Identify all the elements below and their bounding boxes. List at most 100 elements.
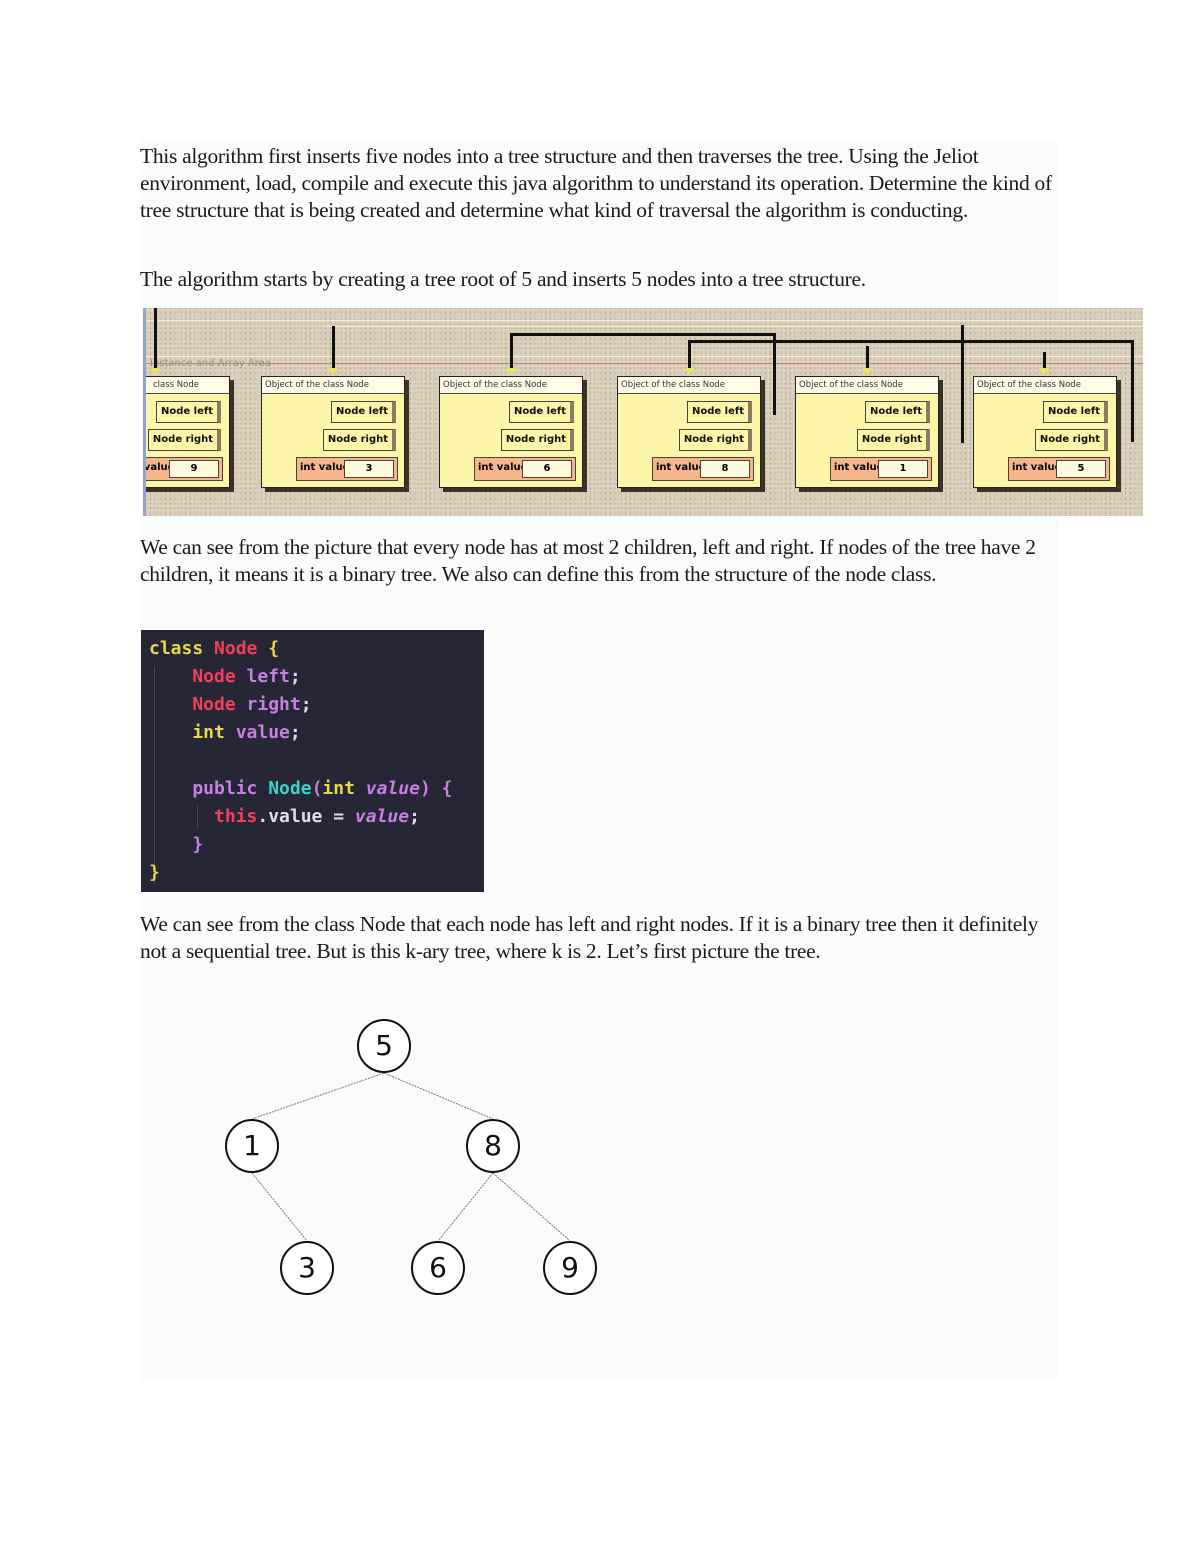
tree-node: 3	[280, 1241, 334, 1295]
reference-wire	[510, 333, 775, 336]
code-token: Node	[214, 638, 269, 659]
object-title: Object of the class Node	[440, 377, 582, 394]
field-node-left: Node left	[686, 401, 752, 423]
reference-wire	[866, 346, 869, 370]
area-divider-line	[146, 363, 1143, 364]
code-line: Node right;	[149, 694, 312, 715]
value-number: 8	[700, 460, 750, 478]
tree-node: 8	[466, 1119, 520, 1173]
code-token: int	[149, 722, 236, 743]
reference-wire	[961, 325, 964, 443]
indent-guide	[197, 806, 198, 828]
code-token: ) {	[419, 778, 453, 799]
field-int-value: int value 6	[474, 457, 576, 481]
value-number: 9	[169, 460, 219, 478]
code-token: {	[268, 638, 280, 659]
value-number: 3	[344, 460, 394, 478]
arrow-head-icon	[1039, 368, 1049, 375]
tree-node: 5	[357, 1019, 411, 1073]
object-title: Object of the class Node	[262, 377, 404, 394]
reference-wire	[688, 341, 691, 370]
code-token: (	[311, 778, 323, 799]
code-token: }	[149, 862, 160, 883]
tree-edge	[437, 1172, 494, 1242]
code-line: int value;	[149, 722, 300, 743]
jeliot-visualization-figure: Instance and Array Area class Node Node …	[143, 308, 1143, 516]
node-object: Object of the class Node Node left Node …	[973, 376, 1117, 488]
tree-edge	[251, 1172, 308, 1242]
code-token: right	[246, 694, 301, 715]
field-int-value: int value 3	[296, 457, 398, 481]
arrow-head-icon	[328, 368, 338, 375]
reference-wire	[1131, 340, 1134, 442]
code-token: value	[354, 806, 410, 827]
code-token: left	[246, 666, 290, 687]
code-line: this.value = value;	[149, 806, 420, 827]
node-object: Object of the class Node Node left Node …	[795, 376, 939, 488]
arrow-head-icon	[862, 368, 872, 375]
value-label: int value	[478, 462, 528, 473]
node-object: Object of the class Node Node left Node …	[439, 376, 583, 488]
reference-wire	[688, 340, 1133, 343]
field-node-left: Node left	[330, 401, 396, 423]
field-node-right: Node right	[500, 429, 574, 451]
guide-line	[326, 326, 1143, 327]
reference-wire	[154, 308, 157, 370]
code-token: value	[365, 778, 420, 799]
code-line: Node left;	[149, 666, 301, 687]
code-token: class	[149, 638, 215, 659]
object-title: Object of the class Node	[796, 377, 938, 394]
field-int-value: int value 8	[652, 457, 754, 481]
tree-edge	[383, 1072, 494, 1120]
code-token: ;	[300, 694, 312, 715]
object-title: Object of the class Node	[974, 377, 1116, 394]
paragraph-intro: This algorithm first inserts five nodes …	[140, 144, 1052, 222]
code-token: ;	[409, 806, 420, 827]
arrow-head-icon	[150, 368, 160, 375]
arrow-head-icon	[684, 368, 694, 375]
code-line: public Node(int value) {	[149, 778, 452, 799]
paragraph-kary-explanation: We can see from the class Node that each…	[140, 912, 1039, 963]
code-snippet-figure: class Node { Node left; Node right; int …	[141, 630, 484, 892]
reference-wire	[773, 333, 776, 415]
node-object: Object of the class Node Node left Node …	[261, 376, 405, 488]
tree-node: 6	[411, 1241, 465, 1295]
value-label: int value	[300, 462, 350, 473]
paragraph-root-insert: The algorithm starts by creating a tree …	[140, 267, 866, 291]
reference-wire	[332, 326, 335, 370]
value-label: int value	[834, 462, 884, 473]
arrow-head-icon	[506, 368, 516, 375]
field-node-left: Node left	[864, 401, 930, 423]
reference-wire	[1043, 352, 1046, 370]
code-line: }	[149, 862, 160, 883]
value-number: 5	[1056, 460, 1106, 478]
code-token: .value =	[257, 806, 355, 827]
code-token: this	[149, 806, 258, 827]
field-node-right: Node right	[322, 429, 396, 451]
code-token: Node	[149, 666, 247, 687]
value-label: int value	[656, 462, 706, 473]
value-number: 1	[878, 460, 928, 478]
field-int-value: int value 9	[143, 457, 223, 481]
field-node-left: Node left	[1042, 401, 1108, 423]
paragraph-binary-explanation: We can see from the picture that every n…	[140, 535, 1036, 586]
code-token: ;	[289, 666, 301, 687]
guide-line	[146, 356, 1143, 357]
code-token: public	[149, 778, 269, 799]
code-line: }	[149, 834, 203, 855]
node-object: Object of the class Node Node left Node …	[617, 376, 761, 488]
code-token: Node	[268, 778, 312, 799]
field-node-right: Node right	[1034, 429, 1108, 451]
field-node-left: Node left	[155, 401, 221, 423]
tree-edges	[251, 1072, 571, 1242]
tree-edge	[251, 1072, 385, 1120]
area-label: Instance and Array Area	[150, 358, 271, 369]
guide-line	[146, 320, 1143, 321]
tree-node: 1	[225, 1119, 279, 1173]
indent-guide	[154, 666, 155, 884]
value-label: int value	[1012, 462, 1062, 473]
code-token: int	[322, 778, 366, 799]
reference-wire	[510, 334, 513, 370]
value-label: int value	[143, 462, 175, 473]
